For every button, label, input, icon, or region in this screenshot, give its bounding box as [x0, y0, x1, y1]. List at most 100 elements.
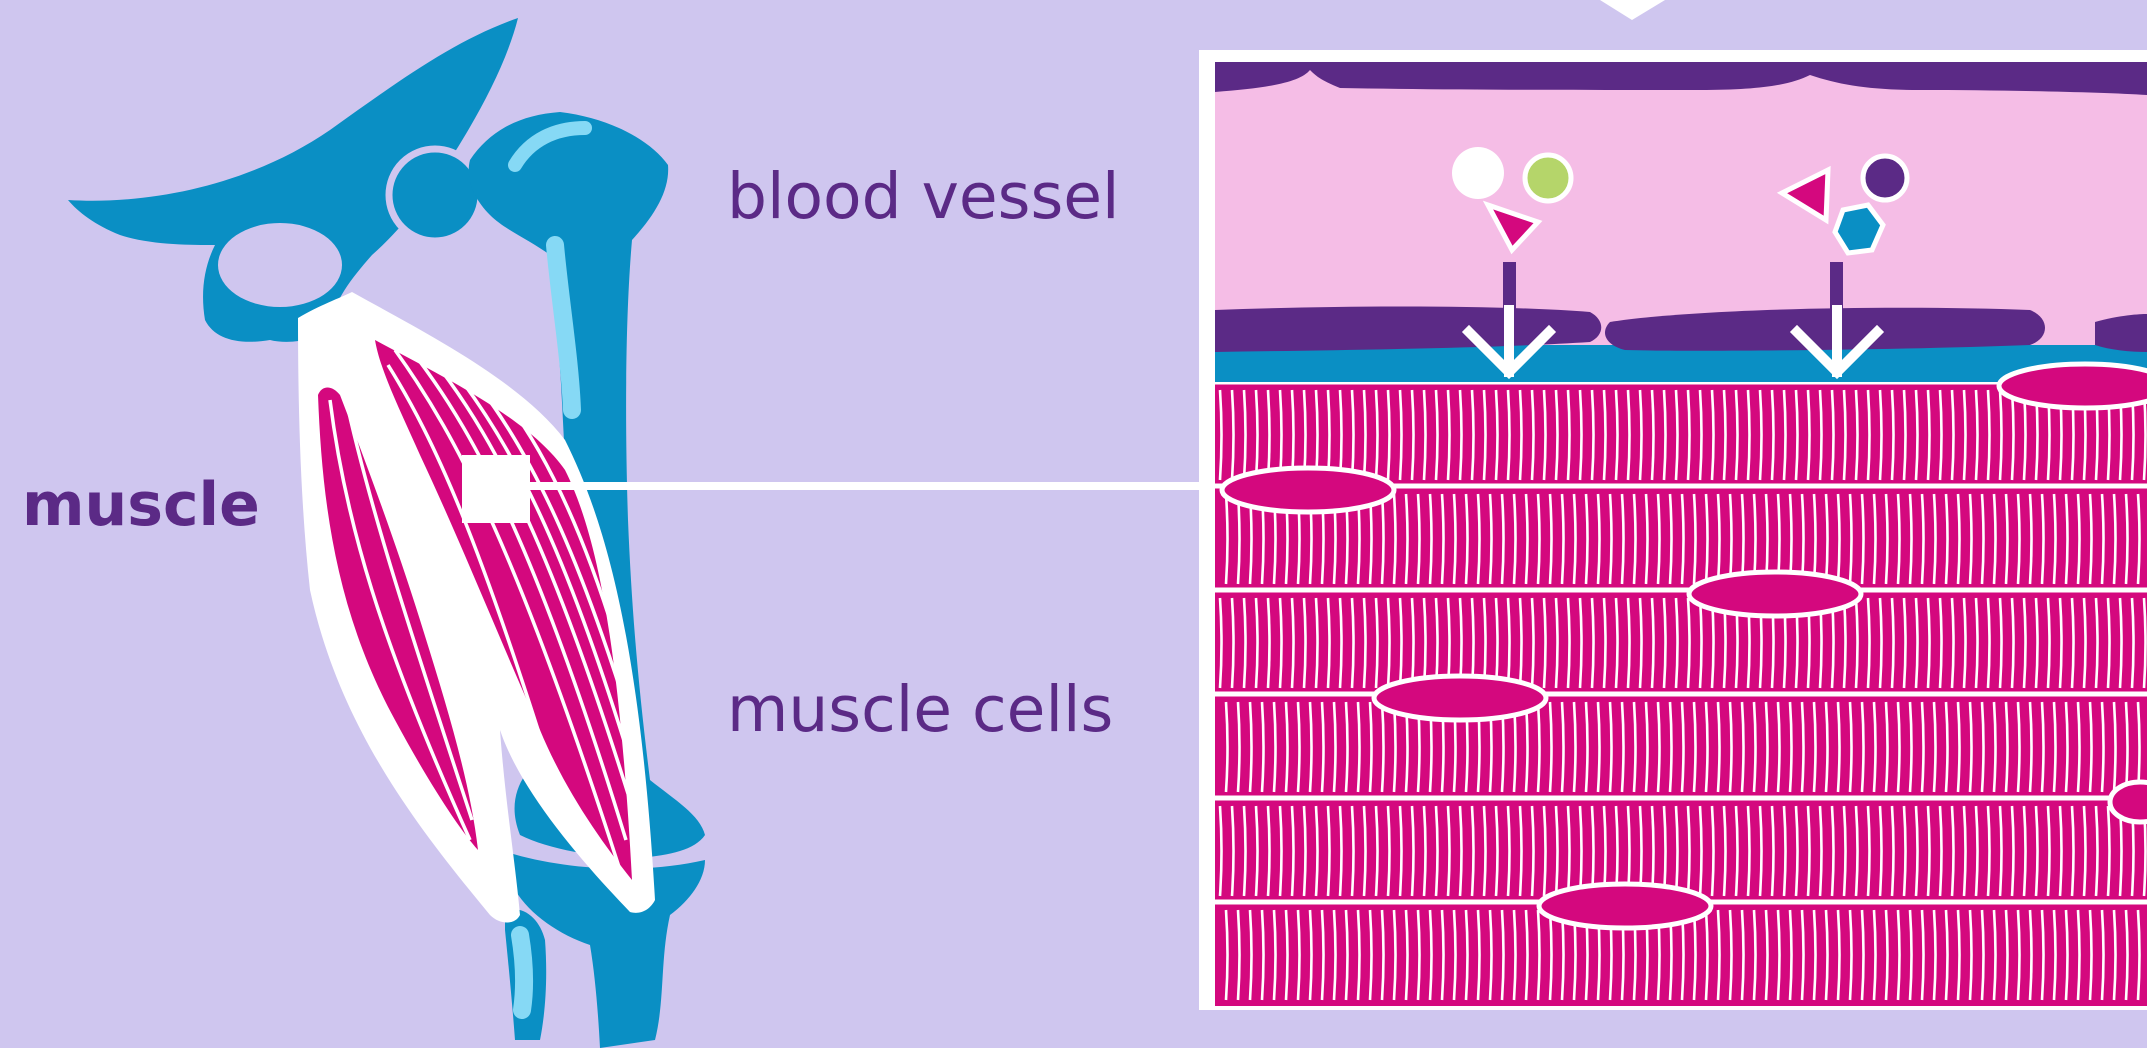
striation-line: [1460, 806, 1462, 896]
striation-line: [1856, 390, 1858, 480]
striation-line: [1664, 598, 1666, 688]
cell-nucleus: [2110, 782, 2147, 822]
striation-line: [1742, 910, 1744, 1000]
striation-line: [1580, 390, 1582, 480]
striation-line: [1886, 910, 1888, 1000]
striation-line: [1736, 806, 1738, 896]
striation-line: [1640, 390, 1642, 480]
striation-line: [1490, 910, 1492, 1000]
striation-line: [1352, 806, 1354, 896]
striation-line: [1226, 494, 1228, 584]
striation-line: [2066, 702, 2068, 792]
striation-line: [1694, 494, 1696, 584]
striation-line: [1448, 390, 1450, 480]
striation-line: [1334, 910, 1336, 1000]
striation-line: [1928, 806, 1930, 896]
striation-line: [1406, 494, 1408, 584]
striation-line: [1574, 702, 1576, 792]
striation-line: [1850, 494, 1852, 584]
striation-line: [1364, 598, 1366, 688]
striation-line: [1550, 702, 1552, 792]
striation-line: [1400, 390, 1402, 480]
striation-line: [2012, 806, 2014, 896]
striation-line: [1976, 806, 1978, 896]
striation-line: [2144, 598, 2146, 688]
striation-line: [2066, 494, 2068, 584]
molecule-circle: [1525, 155, 1571, 201]
striation-line: [1220, 598, 1222, 688]
blood-vessel-label: blood vessel: [727, 160, 1120, 233]
striation-line: [1826, 910, 1828, 1000]
striation-line: [1310, 702, 1312, 792]
striation-line: [1892, 390, 1894, 480]
striation-line: [2108, 806, 2110, 896]
striation-line: [1250, 910, 1252, 1000]
striation-line: [1400, 598, 1402, 688]
striation-line: [1694, 702, 1696, 792]
striation-line: [1718, 702, 1720, 792]
striation-line: [2024, 598, 2026, 688]
striation-line: [1322, 910, 1324, 1000]
striation-line: [1808, 806, 1810, 896]
striation-line: [1538, 910, 1540, 1000]
striation-line: [1328, 806, 1330, 896]
striation-line: [1688, 806, 1690, 896]
striation-line: [1688, 598, 1690, 688]
striation-line: [1412, 598, 1414, 688]
striation-line: [2048, 598, 2050, 688]
striation-line: [1742, 494, 1744, 584]
striation-line: [1622, 494, 1624, 584]
striation-line: [1394, 702, 1396, 792]
striation-line: [1700, 598, 1702, 688]
striation-line: [1964, 390, 1966, 480]
striation-line: [1778, 702, 1780, 792]
striation-line: [1508, 806, 1510, 896]
striation-line: [1496, 390, 1498, 480]
striation-line: [1436, 806, 1438, 896]
striation-line: [2042, 910, 2044, 1000]
striation-line: [1292, 598, 1294, 688]
striation-line: [1766, 910, 1768, 1000]
striation-line: [1682, 494, 1684, 584]
striation-line: [1784, 390, 1786, 480]
striation-line: [1838, 910, 1840, 1000]
striation-line: [1430, 910, 1432, 1000]
striation-line: [1310, 910, 1312, 1000]
striation-line: [1280, 806, 1282, 896]
striation-line: [1994, 702, 1996, 792]
striation-line: [1946, 494, 1948, 584]
striation-line: [1898, 702, 1900, 792]
striation-line: [1376, 598, 1378, 688]
striation-line: [1700, 806, 1702, 896]
striation-line: [2000, 806, 2002, 896]
striation-line: [1898, 910, 1900, 1000]
striation-line: [1940, 390, 1942, 480]
striation-line: [1340, 806, 1342, 896]
striation-line: [1424, 806, 1426, 896]
striation-line: [1598, 494, 1600, 584]
striation-line: [1700, 390, 1702, 480]
striation-line: [2090, 910, 2092, 1000]
striation-line: [1586, 702, 1588, 792]
striation-line: [1868, 598, 1870, 688]
striation-line: [1922, 702, 1924, 792]
striation-line: [1382, 910, 1384, 1000]
striation-line: [1802, 910, 1804, 1000]
striation-line: [1472, 806, 1474, 896]
striation-line: [1970, 702, 1972, 792]
striation-line: [1760, 806, 1762, 896]
striation-line: [1580, 806, 1582, 896]
striation-line: [1568, 390, 1570, 480]
striation-line: [2084, 598, 2086, 688]
striation-line: [1394, 910, 1396, 1000]
striation-line: [1976, 390, 1978, 480]
striation-line: [1988, 390, 1990, 480]
striation-line: [1244, 598, 1246, 688]
striation-line: [1592, 806, 1594, 896]
striation-line: [1538, 494, 1540, 584]
striation-line: [1466, 910, 1468, 1000]
striation-line: [1910, 494, 1912, 584]
striation-line: [1880, 598, 1882, 688]
striation-line: [1406, 910, 1408, 1000]
striation-line: [1304, 806, 1306, 896]
